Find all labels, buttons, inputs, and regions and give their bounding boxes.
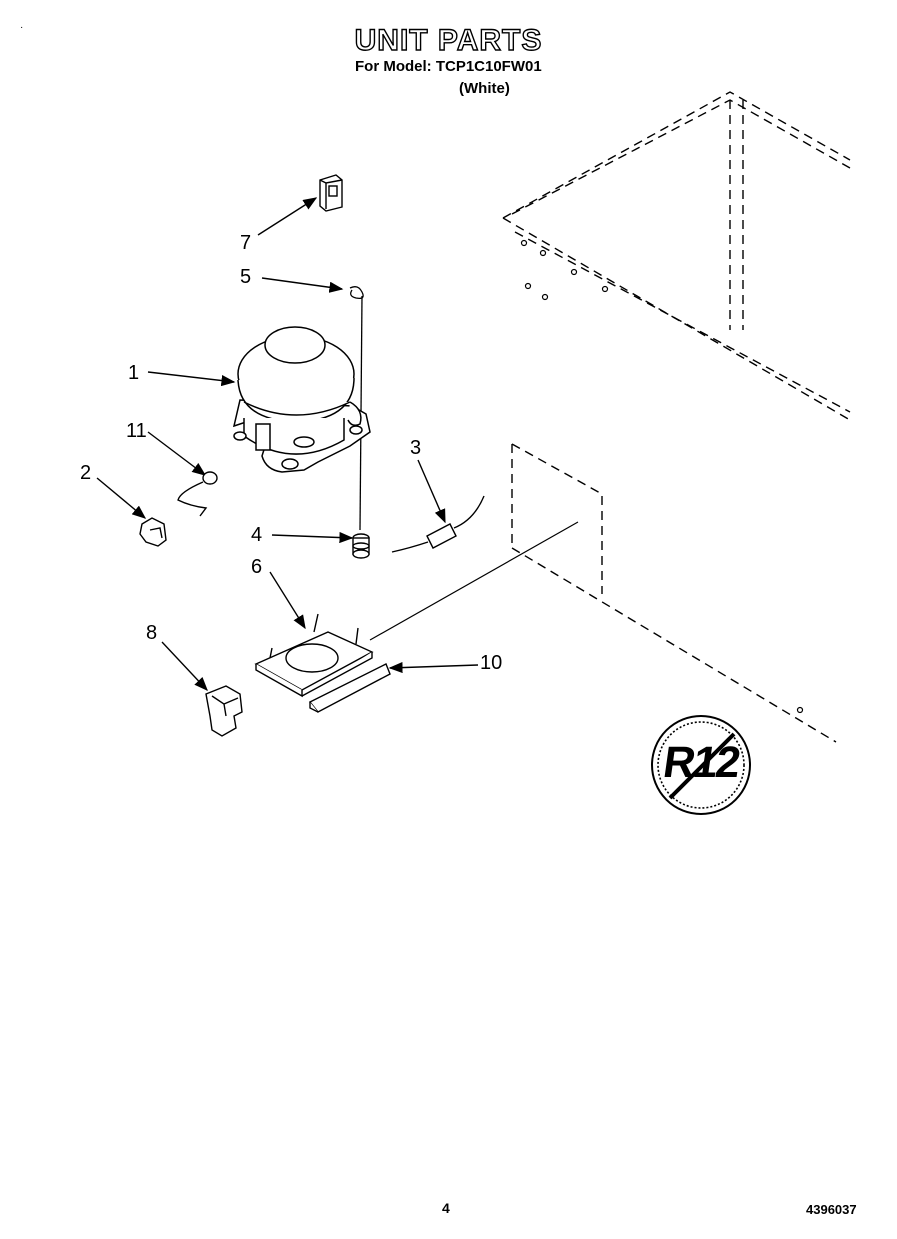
callout-8: 8 [146,622,158,644]
cabinet-outline [502,91,851,743]
leader-1 [147,371,236,387]
leader-11 [147,431,207,476]
callout-3: 3 [410,437,422,459]
frame-rail-line [369,521,579,641]
corner-mark: · [20,22,24,33]
overload-part [177,471,218,517]
leader-6 [269,571,306,630]
grommet-part [352,533,370,559]
callout-4: 4 [251,524,263,546]
leader-4 [271,531,354,544]
page-title: UNIT PARTS [354,23,543,57]
leader-7 [257,197,318,236]
model-line: For Model: TCP1C10FW01 [355,58,542,75]
callout-6: 6 [251,556,263,578]
rail-bracket-part [308,663,391,713]
callout-7: 7 [240,232,252,254]
leader-10 [388,661,479,674]
mounting-plate-part [254,613,374,698]
leader-8 [161,641,208,692]
retainer-clip-part [139,517,167,547]
document-number: 4396037 [806,1202,857,1217]
leader-2 [96,477,147,519]
callout-2: 2 [80,462,92,484]
page-number: 4 [442,1200,450,1216]
callout-10: 10 [480,652,503,674]
relay-part [319,174,343,212]
drier-part [391,495,485,553]
color-line: (White) [459,80,510,97]
callout-1: 1 [128,362,140,384]
callout-11: 11 [126,420,147,442]
leader-5 [261,277,344,293]
callout-5: 5 [240,266,252,288]
leader-3 [417,459,446,524]
compressor-part [232,326,371,473]
cabinet-holes [520,239,804,714]
terminal-cover-part [205,685,243,737]
